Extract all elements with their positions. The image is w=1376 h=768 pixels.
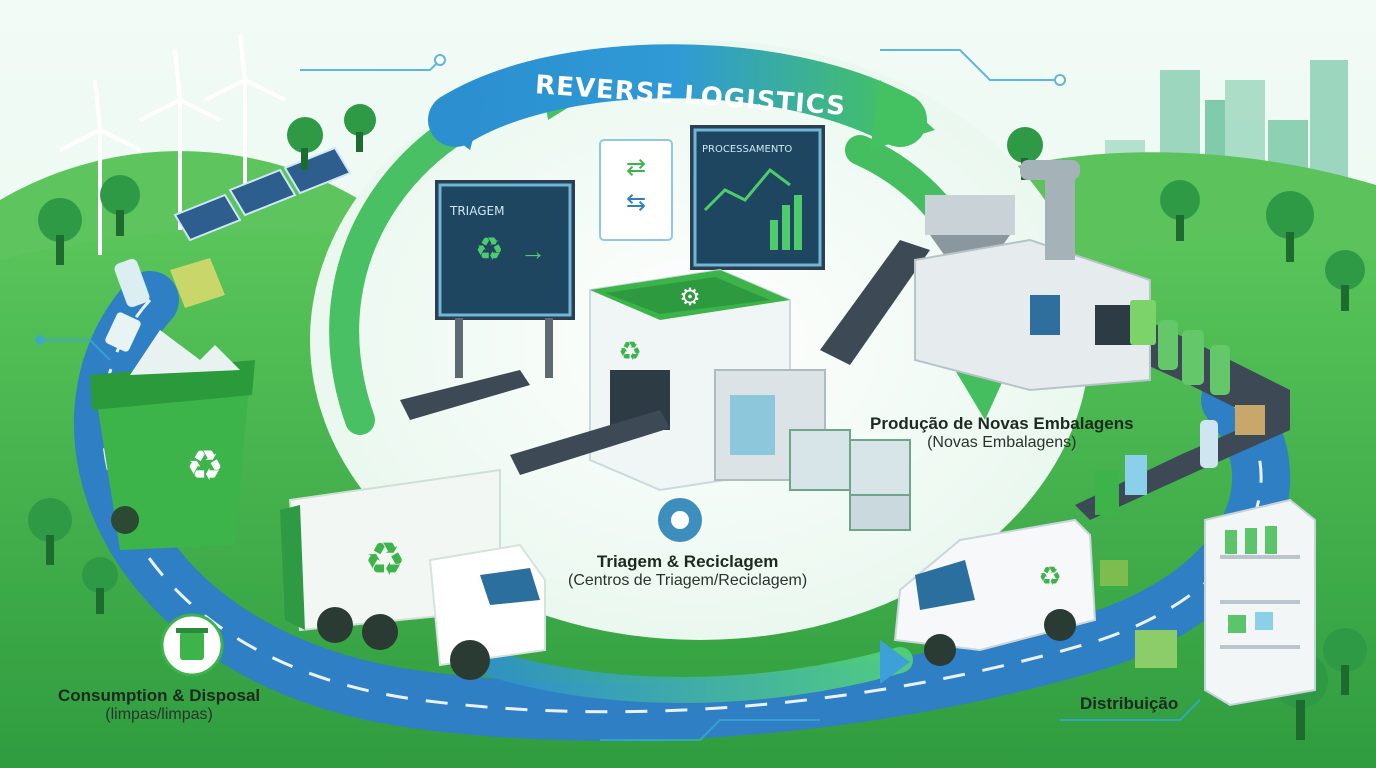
production-machine — [914, 160, 1151, 392]
sorting-label: Triagem & Reciclagem (Centros de Triagem… — [568, 552, 807, 590]
bottle-icon — [1130, 300, 1230, 468]
distribution-title: Distribuição — [1080, 694, 1179, 713]
production-subtitle: (Novas Embalagens) — [927, 434, 1077, 451]
svg-text:♻: ♻ — [364, 533, 405, 585]
consumption-title: Consumption & Disposal — [58, 686, 261, 705]
svg-text:→: → — [520, 236, 546, 266]
tree-icon — [28, 104, 1367, 740]
production-label: Produção de Novas Embalagens (Novas Emba… — [870, 414, 1134, 452]
garbage-truck-icon: ♻ — [280, 468, 546, 680]
bale-stack — [789, 429, 911, 531]
svg-text:⇆: ⇆ — [626, 189, 646, 216]
production-title: Produção de Novas Embalagens — [870, 414, 1134, 433]
box-icon — [1135, 630, 1177, 668]
svg-text:♻: ♻ — [1038, 561, 1061, 591]
sorting-subtitle: (Centros de Triagem/Reciclagem) — [568, 572, 808, 589]
distribution-label: Distribuição — [1080, 694, 1178, 714]
screen-processamento-label: PROCESSAMENTO — [702, 144, 792, 155]
screen-triagem-label: TRIAGEM — [449, 204, 504, 218]
svg-text:⚙: ⚙ — [679, 284, 701, 311]
triagem-screen: ♻ → — [435, 180, 575, 378]
processamento-screen — [690, 125, 825, 270]
consumption-label: Consumption & Disposal (limpas/limpas) — [58, 686, 260, 724]
bin-badge-icon — [160, 613, 224, 677]
svg-text:⇄: ⇄ — [626, 154, 646, 181]
consumption-subtitle: (limpas/limpas) — [105, 706, 213, 723]
sorting-title: Triagem & Reciclagem — [596, 552, 779, 571]
gear-icon — [658, 498, 702, 542]
svg-text:♻: ♻ — [475, 231, 504, 267]
svg-text:♻: ♻ — [186, 442, 224, 489]
package-icon — [1095, 405, 1265, 586]
recycle-bin-icon: ♻ — [90, 330, 255, 550]
svg-text:♻: ♻ — [618, 336, 641, 366]
store-shelf-icon — [1204, 498, 1316, 707]
delivery-van-icon: ♻ — [893, 518, 1097, 666]
solar-panel-icon — [173, 146, 352, 242]
flow-arrows-panel: ⇄ ⇆ — [599, 139, 673, 241]
wind-turbine-icon — [59, 34, 286, 255]
